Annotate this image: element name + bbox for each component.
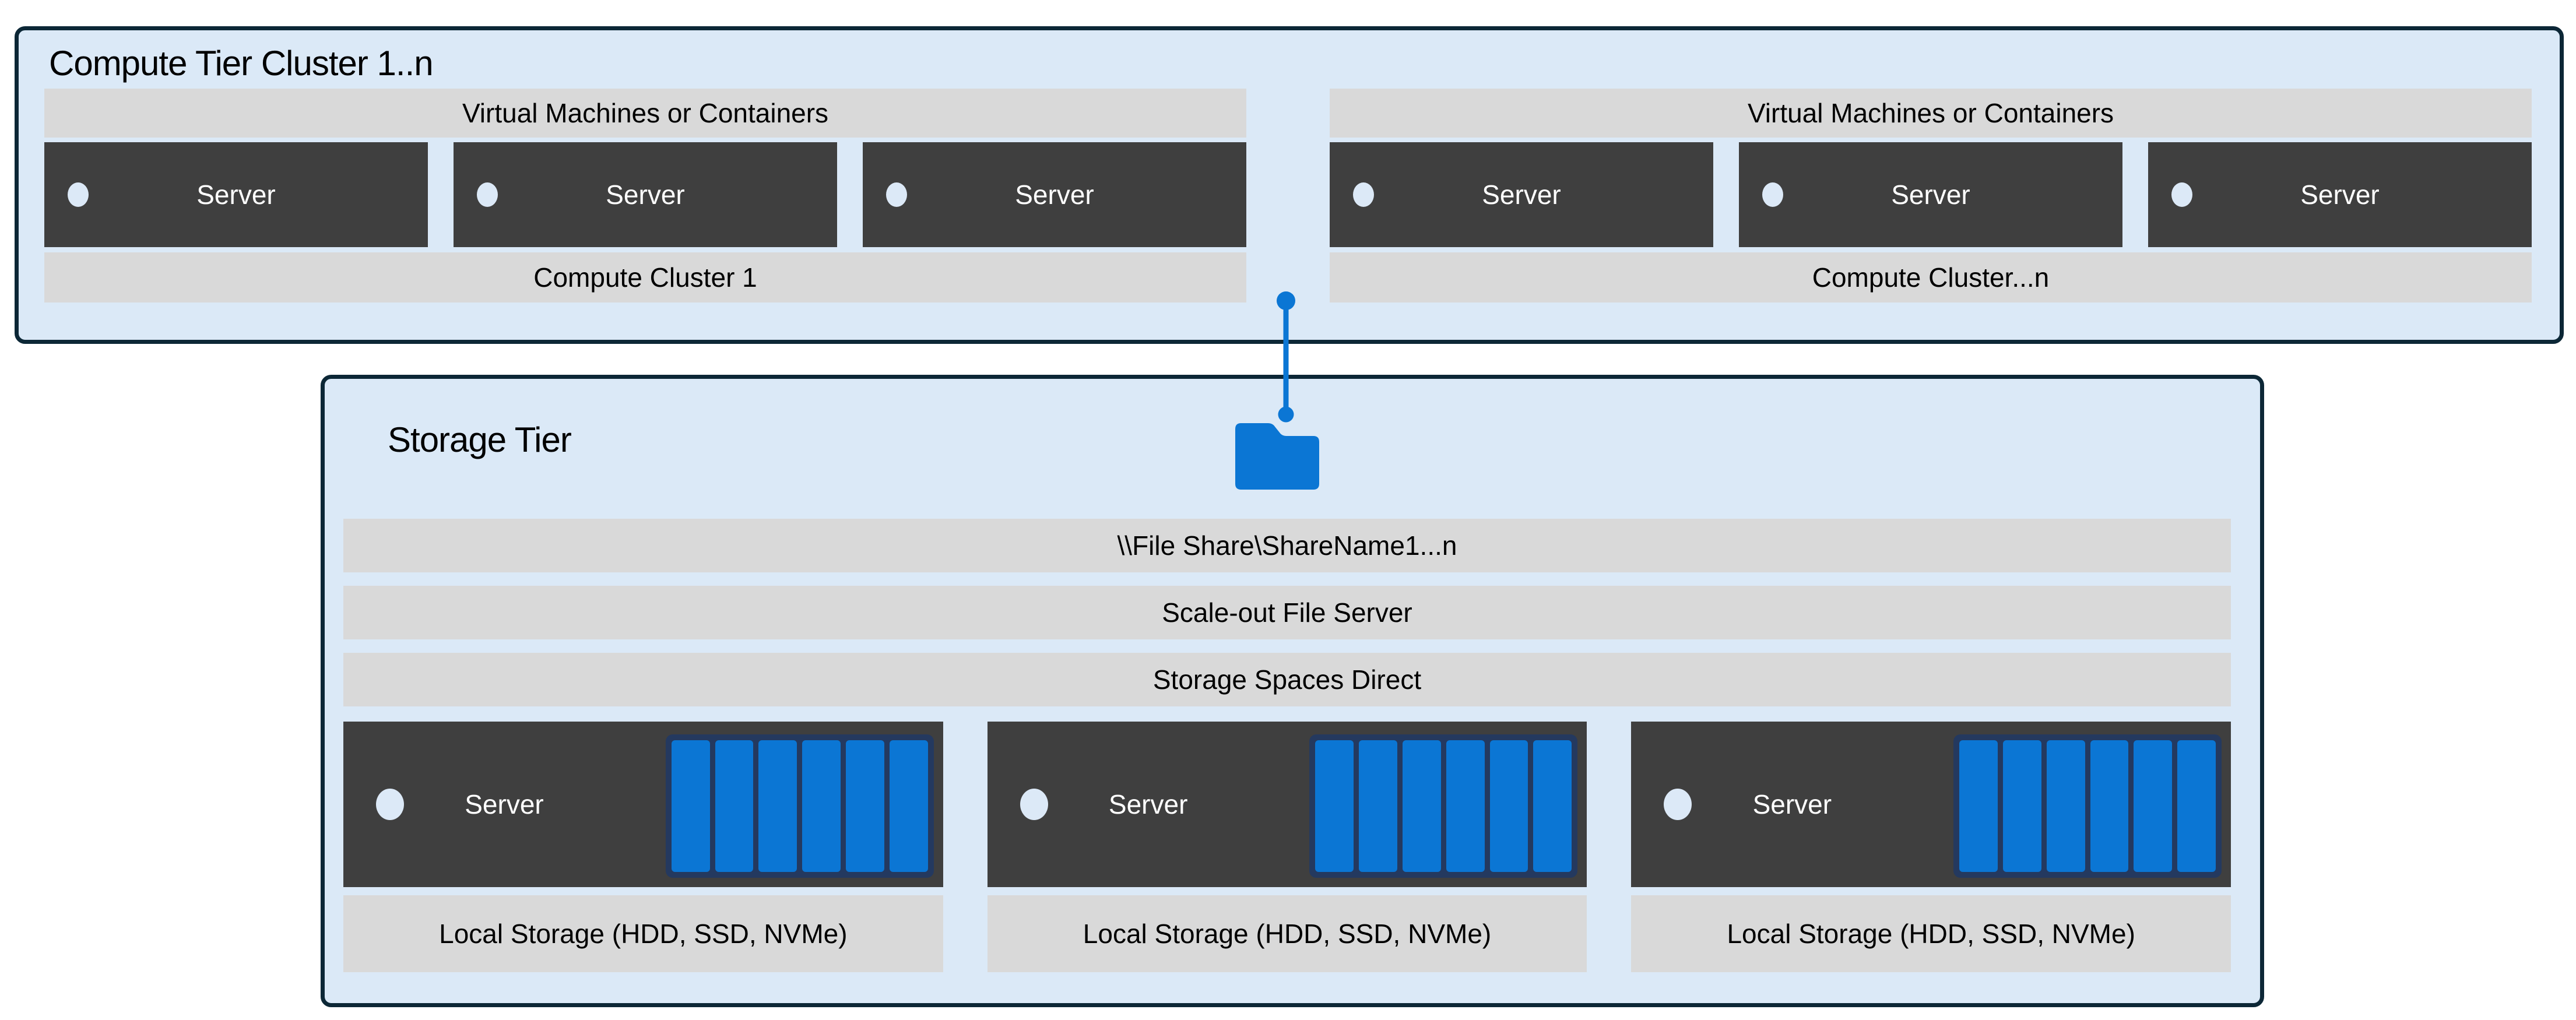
compute-server: Server (863, 142, 1246, 247)
storage-server: Server (343, 722, 943, 887)
server-label: Server (1752, 789, 1832, 819)
storage-server: Server (987, 722, 1587, 887)
disk-slat (671, 740, 710, 872)
disk-slat (1489, 740, 1528, 872)
storage-tier-title: Storage Tier (388, 420, 572, 459)
vm-containers-bar: Virtual Machines or Containers (1330, 89, 2532, 138)
disk-array-icon (1309, 734, 1578, 878)
compute-server: Server (44, 142, 428, 247)
compute-server: Server (1739, 142, 2122, 247)
server-label: Server (1482, 180, 1561, 210)
local-storage-row: Local Storage (HDD, SSD, NVMe) Local Sto… (343, 895, 2231, 972)
power-dot-icon (477, 182, 498, 207)
folder-icon (1234, 420, 1320, 491)
disk-slat (1315, 740, 1354, 872)
compute-server: Server (1330, 142, 1713, 247)
disk-slat (1446, 740, 1485, 872)
disk-slat (802, 740, 841, 872)
disk-slat (1533, 740, 1572, 872)
scale-out-file-server-bar: Scale-out File Server (343, 586, 2231, 639)
power-dot-icon (1664, 789, 1692, 820)
storage-server-row: Server Server (343, 722, 2231, 887)
storage-layer-stack: \\File Share\ShareName1...n Scale-out Fi… (343, 519, 2231, 720)
power-dot-icon (376, 789, 404, 820)
compute-server: Server (2148, 142, 2532, 247)
local-storage-bar: Local Storage (HDD, SSD, NVMe) (1631, 895, 2231, 972)
server-row: Server Server Server (1330, 142, 2532, 247)
file-share-bar: \\File Share\ShareName1...n (343, 519, 2231, 572)
disk-slat (889, 740, 928, 872)
disk-slat (1359, 740, 1397, 872)
disk-array-icon (1953, 734, 2222, 878)
server-label: Server (196, 180, 276, 210)
power-dot-icon (1353, 182, 1374, 207)
server-label: Server (1015, 180, 1094, 210)
disk-slat (845, 740, 884, 872)
power-dot-icon (1020, 789, 1048, 820)
compute-cluster-1-label: Compute Cluster 1 (44, 252, 1246, 303)
local-storage-bar: Local Storage (HDD, SSD, NVMe) (987, 895, 1587, 972)
server-label: Server (606, 180, 685, 210)
storage-spaces-direct-bar: Storage Spaces Direct (343, 653, 2231, 706)
storage-tier-box: Storage Tier \\File Share\ShareName1...n… (321, 375, 2264, 1007)
power-dot-icon (886, 182, 907, 207)
compute-tier-title: Compute Tier Cluster 1..n (49, 44, 434, 83)
compute-cluster-1: Virtual Machines or Containers Server Se… (44, 89, 1246, 303)
disk-slat (2002, 740, 2041, 872)
compute-cluster-n: Virtual Machines or Containers Server Se… (1330, 89, 2532, 303)
disk-slat (1959, 740, 1998, 872)
compute-server: Server (454, 142, 837, 247)
disk-slat (2046, 740, 2085, 872)
local-storage-bar: Local Storage (HDD, SSD, NVMe) (343, 895, 943, 972)
compute-cluster-n-label: Compute Cluster...n (1330, 252, 2532, 303)
compute-tier-box: Compute Tier Cluster 1..n Virtual Machin… (15, 26, 2564, 344)
power-dot-icon (68, 182, 89, 207)
server-row: Server Server Server (44, 142, 1246, 247)
disk-slat (1403, 740, 1441, 872)
vm-containers-bar: Virtual Machines or Containers (44, 89, 1246, 138)
disk-array-icon (665, 734, 934, 878)
power-dot-icon (2171, 182, 2192, 207)
disk-slat (2134, 740, 2173, 872)
disk-slat (758, 740, 797, 872)
server-label: Server (2300, 180, 2380, 210)
power-dot-icon (1762, 182, 1783, 207)
disk-slat (715, 740, 754, 872)
disk-slat (2090, 740, 2129, 872)
storage-server: Server (1631, 722, 2231, 887)
server-label: Server (1108, 789, 1188, 819)
server-label: Server (1891, 180, 1970, 210)
disk-slat (2177, 740, 2216, 872)
server-label: Server (465, 789, 544, 819)
